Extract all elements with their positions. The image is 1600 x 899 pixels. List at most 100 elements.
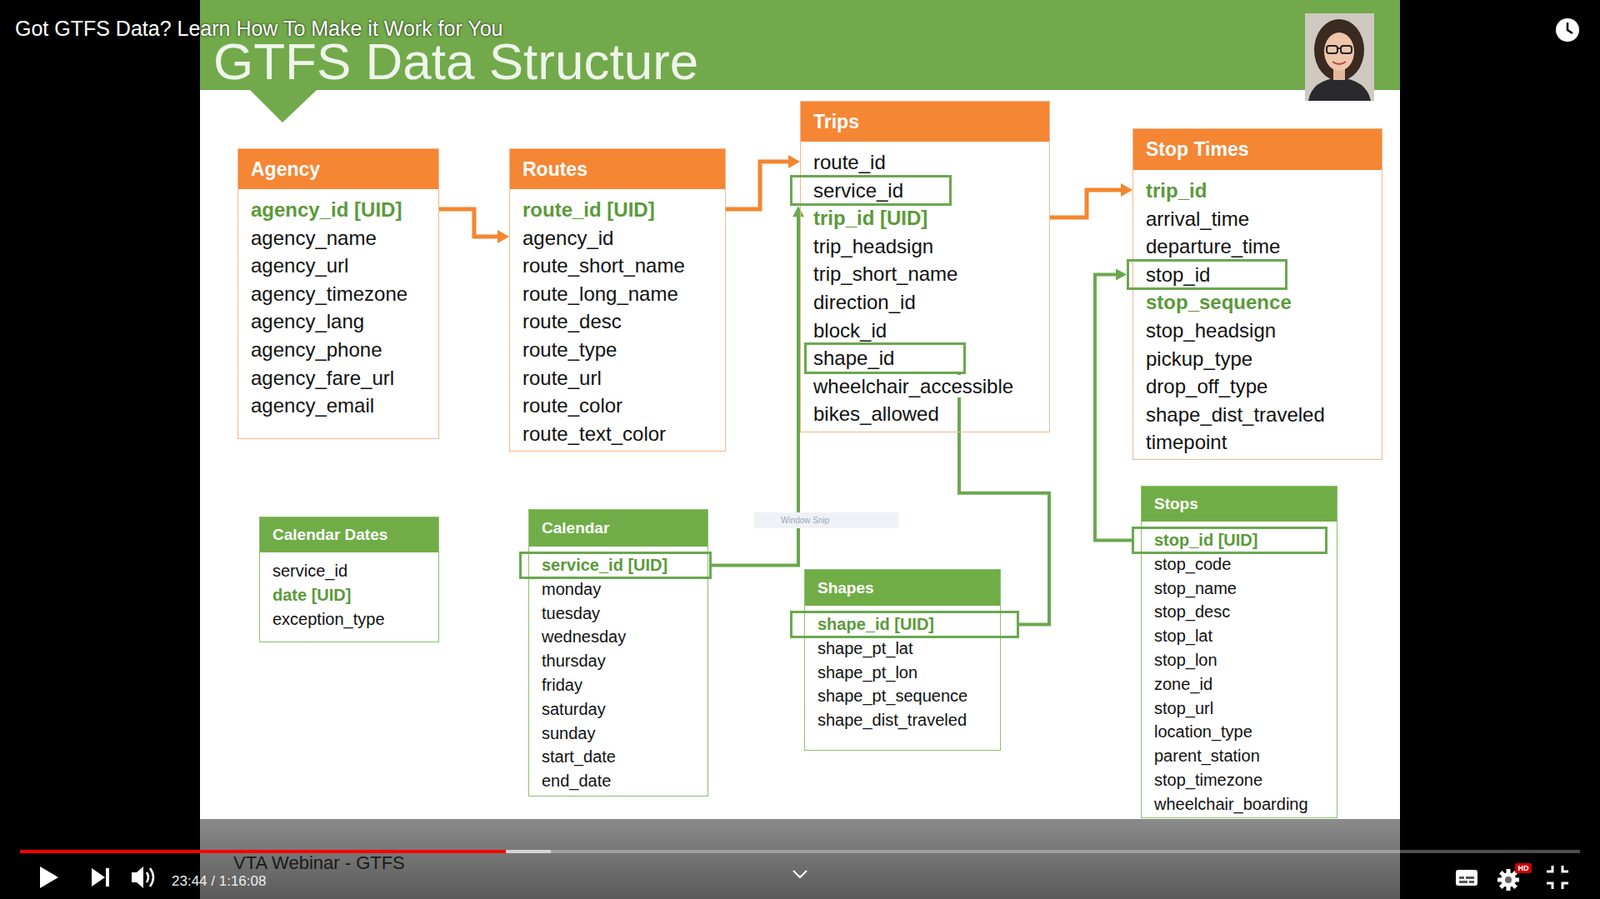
field-row: pickup_type bbox=[1133, 345, 1382, 374]
band-pointer bbox=[250, 90, 317, 123]
table-box: Calendar Datesservice_iddate [UID]except… bbox=[259, 516, 440, 643]
table-title: Trips bbox=[813, 110, 860, 134]
field-row: timepoint bbox=[1133, 428, 1382, 457]
table-header: Calendar Dates bbox=[260, 517, 439, 553]
table-box: Routesroute_id [UID]agency_idroute_short… bbox=[509, 148, 726, 452]
next-icon bbox=[91, 868, 110, 887]
field-name: arrival_time bbox=[1145, 207, 1250, 230]
table-header: Stop Times bbox=[1133, 129, 1382, 170]
field-name: route_long_name bbox=[522, 282, 679, 305]
key-field-highlight: stop_id bbox=[1126, 259, 1288, 291]
field-name: date [UID] bbox=[272, 585, 351, 605]
table-title: Stop Times bbox=[1145, 138, 1250, 161]
field-name: route_id bbox=[813, 150, 886, 174]
field-name: shape_id [UID] bbox=[817, 615, 935, 634]
table-body: trip_id arrival_time departure_time stop_id… bbox=[1133, 170, 1382, 457]
field-row: route_type bbox=[510, 335, 725, 365]
field-name: stop_headsign bbox=[1145, 319, 1276, 342]
field-name: stop_lon bbox=[1154, 650, 1218, 670]
field-name: shape_pt_lon bbox=[817, 663, 918, 682]
field-row: wednesday bbox=[529, 625, 708, 650]
field-row: route_desc bbox=[510, 307, 725, 336]
field-name: parent_station bbox=[1154, 746, 1260, 765]
field-row: agency_phone bbox=[238, 335, 439, 365]
slide-footer: VTA Webinar - GTFS bbox=[233, 854, 405, 873]
connector bbox=[725, 155, 800, 210]
table-box: Shapes shape_id [UID] shape_pt_lat shape_pt… bbox=[804, 569, 1001, 751]
field-name: drop_off_type bbox=[1145, 375, 1268, 398]
field-name: agency_name bbox=[250, 226, 377, 250]
field-name: wheelchair_accessible bbox=[813, 375, 1014, 398]
key-field-highlight: service_id bbox=[790, 175, 952, 207]
field-row: shape_dist_traveled bbox=[1133, 400, 1382, 430]
field-name: saturday bbox=[541, 700, 606, 719]
field-row: route_url bbox=[510, 364, 725, 393]
field-row: drop_off_type bbox=[1133, 372, 1382, 401]
key-field-highlight: stop_id [UID] bbox=[1131, 526, 1328, 555]
key-field-highlight: shape_id [UID] bbox=[790, 610, 1020, 639]
watermark: Window Snip bbox=[754, 512, 899, 529]
connector bbox=[1095, 269, 1132, 541]
field-name: block_id bbox=[813, 319, 887, 342]
field-name: agency_url bbox=[250, 254, 349, 277]
field-row: friday bbox=[529, 673, 708, 698]
table-body: shape_id [UID] shape_pt_lat shape_pt_lonsh… bbox=[805, 605, 1000, 733]
field-name: monday bbox=[541, 580, 601, 599]
field-name: stop_id bbox=[1145, 263, 1210, 286]
field-row: trip_short_name bbox=[800, 260, 1050, 289]
key-field-highlight: shape_id bbox=[804, 342, 966, 375]
field-name: shape_pt_lat bbox=[817, 639, 914, 658]
field-name: service_id [UID] bbox=[541, 555, 668, 575]
field-name: sunday bbox=[541, 724, 596, 743]
table-title: Shapes bbox=[817, 579, 875, 598]
field-row: bikes_allowed bbox=[800, 400, 1050, 429]
field-row: monday bbox=[529, 577, 708, 602]
field-row: agency_id [UID] bbox=[238, 195, 439, 225]
progress-played bbox=[20, 850, 506, 854]
field-name: route_desc bbox=[522, 310, 622, 333]
field-name: friday bbox=[541, 675, 583, 695]
connector-line bbox=[725, 161, 792, 210]
table-title: Calendar bbox=[541, 519, 610, 538]
field-name: agency_fare_url bbox=[250, 366, 395, 390]
field-row: tuesday bbox=[529, 601, 708, 626]
field-row: block_id bbox=[800, 316, 1050, 345]
arrow-head bbox=[1120, 183, 1133, 197]
quality-badge: HD bbox=[1515, 863, 1532, 874]
subtitles-icon bbox=[1455, 870, 1478, 886]
field-name: departure_time bbox=[1145, 235, 1280, 258]
field-row: agency_name bbox=[238, 224, 439, 253]
field-row: shape_dist_traveled bbox=[805, 708, 1000, 733]
table-box: Tripsroute_idservice_idtrip_id [UID]trip… bbox=[800, 100, 1050, 433]
table-title: Calendar Dates bbox=[272, 525, 388, 545]
field-row: saturday bbox=[529, 697, 708, 722]
field-name: direction_id bbox=[813, 290, 916, 314]
field-row: end_date bbox=[529, 769, 708, 794]
field-row: route_short_name bbox=[510, 251, 725, 280]
table-box: Agency agency_id [UID] agency_name agency_u… bbox=[237, 148, 440, 440]
field-name: start_date bbox=[541, 747, 616, 766]
field-row: exception_type bbox=[260, 607, 439, 632]
presenter-photo bbox=[1305, 13, 1375, 101]
arrow-head bbox=[788, 155, 800, 169]
table-header: Agency bbox=[238, 149, 439, 190]
field-name: route_url bbox=[522, 366, 602, 390]
field-row: start_date bbox=[529, 745, 708, 770]
field-name: service_id bbox=[813, 179, 904, 202]
table-box: Stopsstop_id [UID]stop_codestop_namestop… bbox=[1140, 485, 1338, 819]
field-row: parent_station bbox=[1141, 744, 1337, 769]
field-name: agency_email bbox=[250, 394, 375, 417]
field-row: stop_timezone bbox=[1141, 768, 1337, 793]
watch-later-icon bbox=[1555, 18, 1580, 42]
field-name: stop_url bbox=[1154, 699, 1214, 718]
field-row: route_text_color bbox=[510, 420, 725, 449]
field-row: stop_desc bbox=[1141, 600, 1337, 625]
controls-gradient bbox=[200, 819, 1400, 899]
field-row: location_type bbox=[1141, 720, 1337, 745]
field-row: trip_headsign bbox=[800, 232, 1050, 261]
field-name: agency_id [UID] bbox=[250, 198, 402, 221]
field-row: shape_pt_lon bbox=[805, 660, 1000, 685]
field-name: trip_id bbox=[1145, 179, 1207, 202]
connector bbox=[1050, 183, 1133, 218]
arrow-head bbox=[792, 205, 805, 217]
